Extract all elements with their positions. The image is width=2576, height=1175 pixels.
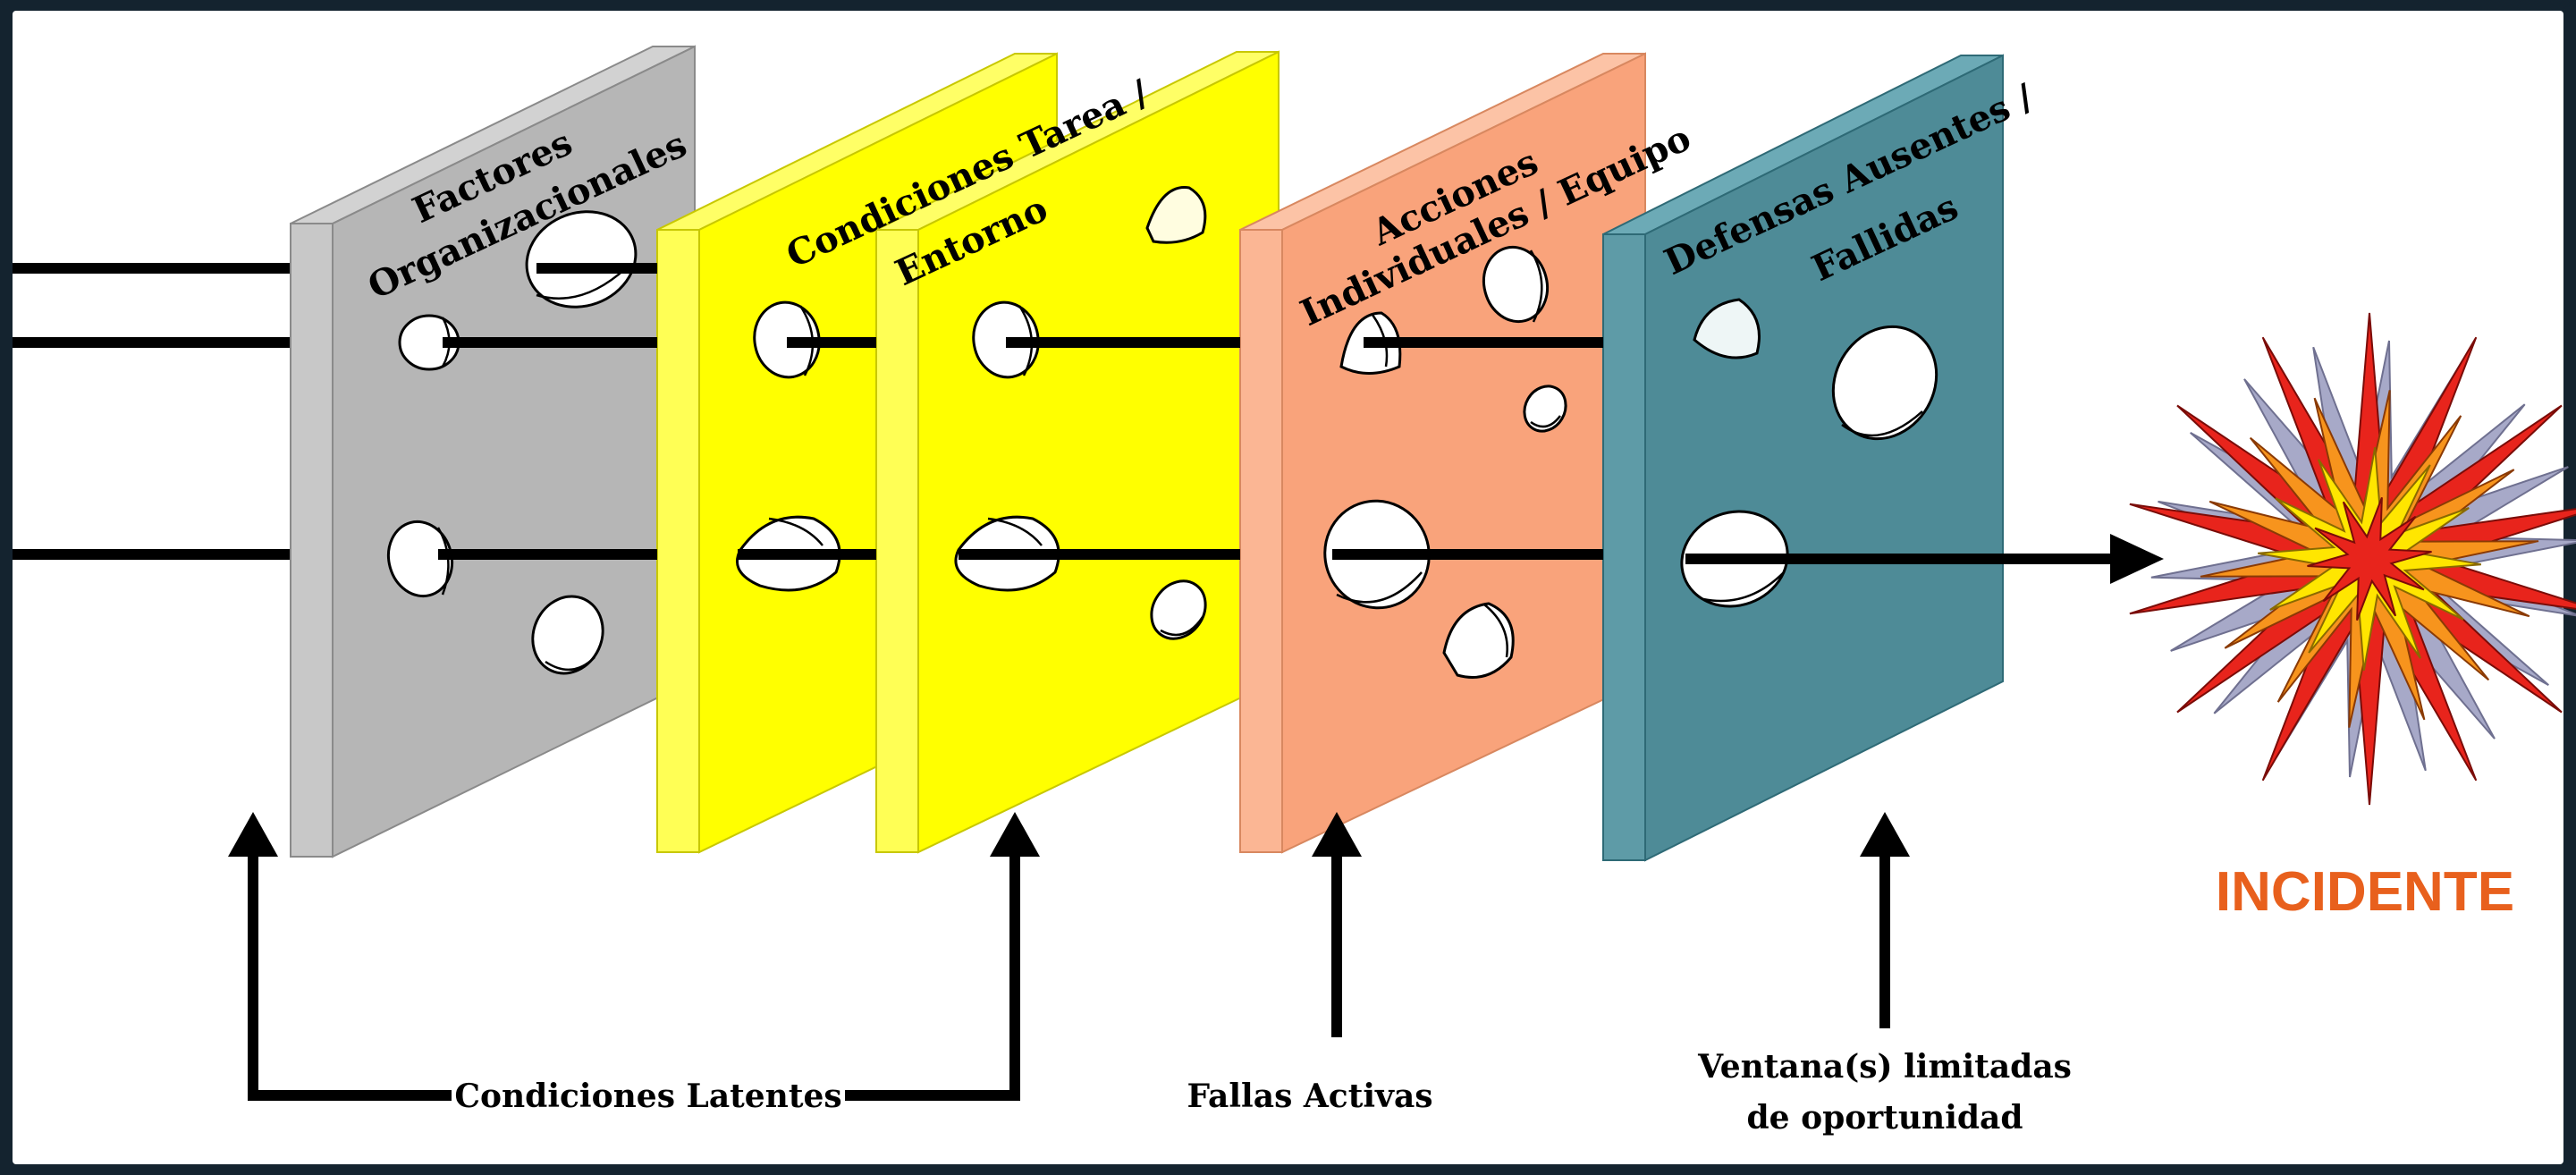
hole xyxy=(1482,245,1550,324)
label-ventana-line2: de oportunidad xyxy=(1746,1099,2023,1137)
hole xyxy=(1442,602,1515,679)
hole xyxy=(1150,579,1207,640)
annotation-arrows xyxy=(228,812,1910,1101)
hole xyxy=(1693,298,1761,359)
hole xyxy=(525,210,638,309)
slice-tarea-side xyxy=(656,229,700,853)
hole xyxy=(1145,186,1207,244)
trajectory-lines xyxy=(438,263,2164,584)
hole xyxy=(531,595,604,675)
label-incidente: INCIDENTE xyxy=(2216,861,2514,923)
trajectory-arrowhead xyxy=(2110,534,2164,584)
slice-tarea2-side xyxy=(875,229,919,853)
arrowhead-up xyxy=(1860,812,1910,857)
slice-organizacionales xyxy=(290,45,696,858)
explosion-burst xyxy=(2129,312,2576,806)
label-condiciones-latentes: Condiciones Latentes xyxy=(454,1078,841,1115)
slice-defensas-front xyxy=(1644,54,2004,862)
hole xyxy=(1523,385,1567,433)
arrowhead-up xyxy=(990,812,1040,857)
arrowhead-up xyxy=(228,812,278,857)
hole xyxy=(1831,325,1938,441)
slice-defensas-side xyxy=(1602,233,1646,861)
slice-tarea2 xyxy=(875,50,1280,854)
label-ventana-line1: Ventana(s) limitadas xyxy=(1697,1048,2072,1086)
label-fallas-activas: Fallas Activas xyxy=(1187,1078,1432,1115)
incoming-lines xyxy=(13,263,291,560)
slice-organizacionales-side xyxy=(290,223,334,858)
slice-individuales-side xyxy=(1239,229,1283,853)
burst-layer xyxy=(2307,497,2432,621)
arrowhead-up xyxy=(1312,812,1362,857)
slice-defensas xyxy=(1602,54,2004,862)
